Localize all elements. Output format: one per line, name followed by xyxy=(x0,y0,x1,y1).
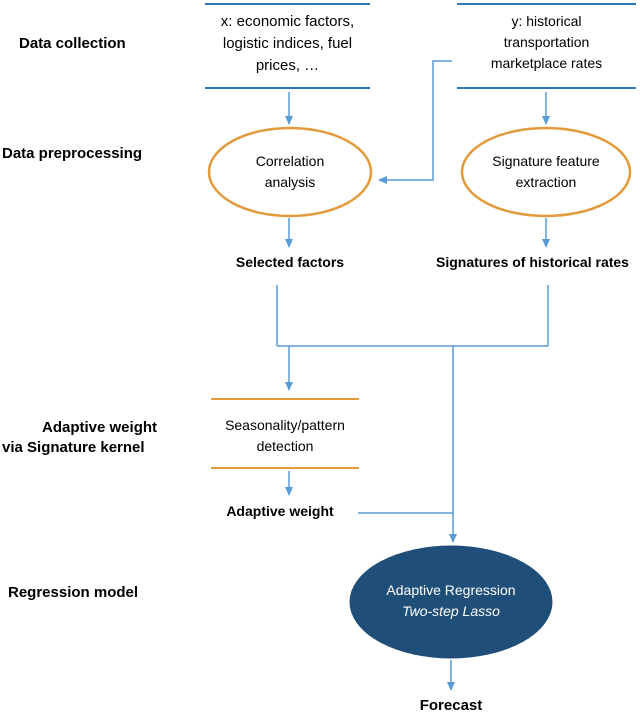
stage-adaptive-weight-line1: Adaptive weight xyxy=(42,419,158,436)
model-title: Adaptive Regression xyxy=(386,582,516,598)
stage-adaptive-weight-line2: via Signature kernel xyxy=(2,439,145,456)
stage-regression-model: Regression model xyxy=(8,584,139,601)
adaptive-regression-ellipse xyxy=(349,545,553,659)
x-input-line2: logistic indices, fuel xyxy=(222,35,353,52)
x-input-line3: prices, … xyxy=(255,57,320,74)
seasonality-line1: Seasonality/pattern xyxy=(225,417,345,433)
correlation-analysis-ellipse xyxy=(207,126,373,218)
forecast-label: Forecast xyxy=(419,697,483,714)
adaptive-weight-label: Adaptive weight xyxy=(226,503,334,519)
signature-extraction-ellipse xyxy=(460,126,632,218)
signatures-label: Signatures of historical rates xyxy=(436,254,629,270)
arrow-y-to-correlation xyxy=(378,60,452,184)
stage-data-collection: Data collection xyxy=(19,35,126,52)
x-input-line1: x: economic factors, xyxy=(220,13,355,30)
correlation-line2: analysis xyxy=(264,174,316,190)
seasonality-line2: detection xyxy=(256,438,314,454)
signature-line1: Signature feature xyxy=(492,153,600,169)
selected-factors-label: Selected factors xyxy=(235,254,345,270)
stage-data-preprocessing: Data preprocessing xyxy=(2,145,143,162)
signature-line2: extraction xyxy=(515,174,577,190)
y-input-line2: transportation xyxy=(503,34,590,50)
y-input-line1: y: historical xyxy=(511,13,582,29)
model-subtitle: Two-step Lasso xyxy=(402,603,500,619)
correlation-line1: Correlation xyxy=(255,153,325,169)
y-input-line3: marketplace rates xyxy=(490,55,603,71)
